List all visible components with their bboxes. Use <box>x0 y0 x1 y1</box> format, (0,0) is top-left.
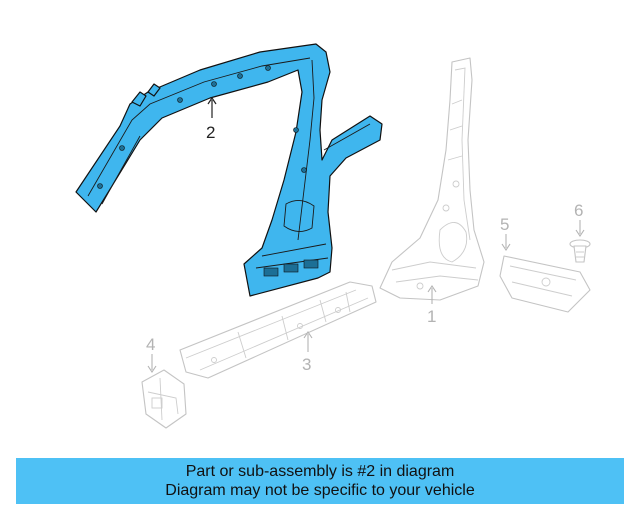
part-2-pillar-assembly[interactable] <box>75 43 383 297</box>
banner-line-disclaimer: Diagram may not be specific to your vehi… <box>165 482 475 499</box>
leader-lines <box>147 96 585 373</box>
callout-5[interactable]: 5 <box>500 215 509 234</box>
banner-line-part: Part or sub-assembly is #2 in diagram <box>185 463 455 480</box>
part-1-pillar[interactable] <box>379 57 485 301</box>
part-3-rocker[interactable] <box>179 281 377 379</box>
part-4-bracket[interactable] <box>141 369 187 429</box>
part-6-clip[interactable] <box>569 239 591 263</box>
info-banner: Part or sub-assembly is #2 in diagram Di… <box>16 458 624 504</box>
callout-2[interactable]: 2 <box>206 123 215 142</box>
callout-6[interactable]: 6 <box>574 201 583 220</box>
callout-3[interactable]: 3 <box>302 355 311 374</box>
parts-diagram: 1 2 3 4 5 6 <box>75 43 591 429</box>
callout-4[interactable]: 4 <box>146 335 155 354</box>
callout-1[interactable]: 1 <box>427 307 436 326</box>
part-5-trim[interactable] <box>499 255 591 313</box>
